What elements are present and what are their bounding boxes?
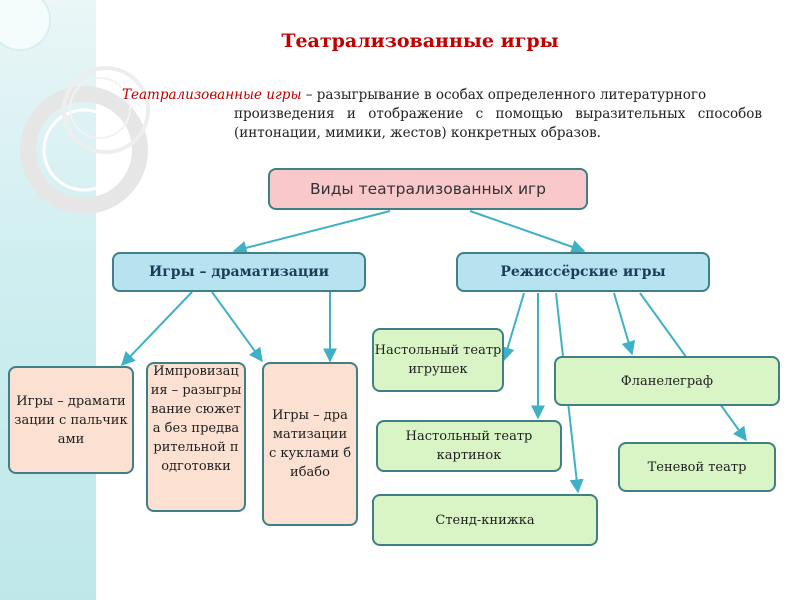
- arrow-root-to-director: [470, 211, 584, 251]
- leaf-table-picture-theater: Настольный театр картинок: [376, 420, 562, 472]
- arrow-root-to-dramatization: [234, 211, 390, 251]
- definition-text-rest: произведения и отображение с помощью выр…: [122, 105, 762, 143]
- definition-first-line: Театрализованные игры – разыгрывание в о…: [122, 86, 762, 105]
- definition-text-line1: – разыгрывание в особах определенного ли…: [301, 87, 706, 103]
- arrow-director-to-toy-theater: [504, 293, 524, 360]
- definition-term: Театрализованные игры: [122, 87, 301, 103]
- leaf-shadow-theater: Теневой театр: [618, 442, 776, 492]
- slide-title: Театрализованные игры: [230, 30, 610, 52]
- leaf-stand-book: Стенд-книжка: [372, 494, 598, 546]
- leaf-bibabo-dramatization: Игры – драматизации с куклами бибабо: [262, 362, 358, 526]
- arrow-dramatization-to-finger: [122, 292, 192, 365]
- arrow-director-to-flannelgraph: [614, 293, 632, 354]
- leaf-table-toy-theater: Настольный театр игрушек: [372, 328, 504, 392]
- leaf-improvisation: Импровизация – разыгрывание сюжета без п…: [146, 362, 246, 558]
- definition-paragraph: Театрализованные игры – разыгрывание в о…: [122, 86, 762, 143]
- branch-director-games: Режиссёрские игры: [456, 252, 710, 292]
- leaf-flannelgraph: Фланелеграф: [554, 356, 780, 406]
- branch-dramatization-games: Игры – драматизации: [112, 252, 366, 292]
- root-node: Виды театрализованных игр: [268, 168, 588, 210]
- leaf-finger-dramatization: Игры – драматизации с пальчиками: [8, 366, 134, 474]
- arrow-dramatization-to-improvisation: [212, 292, 262, 361]
